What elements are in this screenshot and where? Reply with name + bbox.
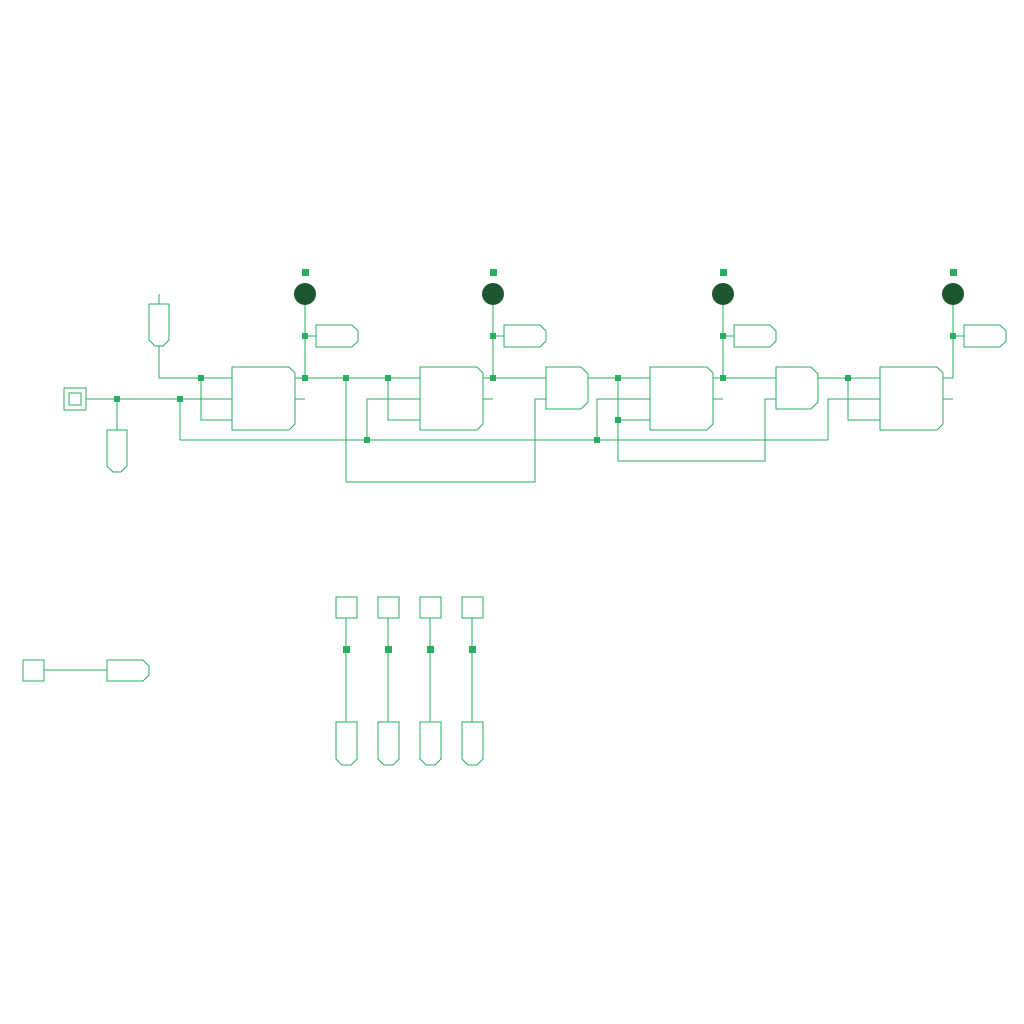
- clock-output-probe[interactable]: [106, 429, 128, 473]
- counter-stage-4: [879, 269, 1007, 431]
- input-pin-2[interactable]: [377, 596, 400, 619]
- pin-column-1: [335, 596, 358, 766]
- pin-array: [335, 596, 484, 766]
- input-pin-3[interactable]: [419, 596, 442, 619]
- flip-flop-2[interactable]: [419, 366, 484, 431]
- wire-const: [158, 346, 232, 379]
- flip-flop-3[interactable]: [649, 366, 714, 431]
- probe-pin-1[interactable]: [335, 721, 358, 766]
- flip-flop-1[interactable]: [231, 366, 296, 431]
- standalone-output-pin[interactable]: [106, 659, 150, 682]
- wire-joint: [114, 396, 120, 402]
- output-pin-3[interactable]: [733, 324, 777, 348]
- input-pin-1[interactable]: [335, 596, 358, 619]
- clock-input[interactable]: [63, 387, 87, 411]
- and-gate-1[interactable]: [545, 366, 589, 410]
- probe-pin-2[interactable]: [377, 721, 400, 766]
- led-3: [712, 283, 734, 305]
- led-pin-3: [720, 269, 727, 276]
- led-pin-1: [302, 269, 309, 276]
- counter-stage-3: [649, 269, 777, 431]
- output-pin-1[interactable]: [315, 324, 359, 348]
- pin-column-4: [461, 596, 484, 766]
- pin-column-3: [419, 596, 442, 766]
- wire-clock-bus: [179, 398, 880, 441]
- led-1: [294, 283, 316, 305]
- pin-column-2: [377, 596, 400, 766]
- led-4: [942, 283, 964, 305]
- led-2: [482, 283, 504, 305]
- constant-input-pin[interactable]: [148, 303, 170, 347]
- wire-ff1-d: [200, 378, 232, 421]
- counter-stage-1: [231, 269, 420, 431]
- output-pin-2[interactable]: [503, 324, 547, 348]
- led-pin-2: [490, 269, 497, 276]
- and-gate-2[interactable]: [775, 366, 819, 410]
- probe-pin-4[interactable]: [461, 721, 484, 766]
- led-pin-4: [950, 269, 957, 276]
- probe-pin-3[interactable]: [419, 721, 442, 766]
- standalone-link: [22, 659, 150, 682]
- output-pin-4[interactable]: [963, 324, 1007, 348]
- counter-circuit: [63, 269, 1007, 483]
- input-pin-4[interactable]: [461, 596, 484, 619]
- counter-stage-2: [419, 269, 547, 431]
- wire-joint: [177, 396, 183, 402]
- standalone-input-pin[interactable]: [22, 659, 45, 682]
- flip-flop-4[interactable]: [879, 366, 944, 431]
